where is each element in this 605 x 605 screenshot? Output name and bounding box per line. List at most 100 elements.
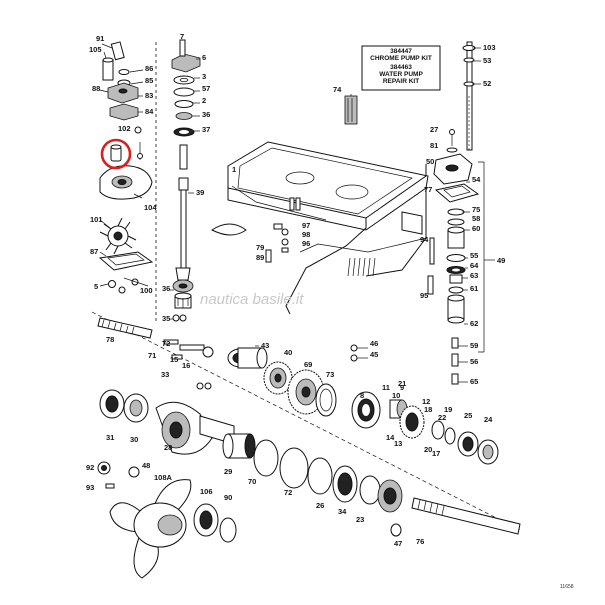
- callout-49: 49: [497, 256, 505, 265]
- callout-9: 9: [400, 383, 404, 392]
- spline-marks: [101, 319, 135, 335]
- callout-34: 34: [338, 507, 347, 516]
- callout-61: 61: [470, 284, 478, 293]
- callout-105: 105: [89, 45, 102, 54]
- callout-56: 56: [470, 357, 478, 366]
- callout-45: 45: [370, 350, 378, 359]
- highlight-circle: [100, 138, 132, 170]
- callout-101: 101: [90, 215, 103, 224]
- callout-73: 73: [326, 370, 334, 379]
- callout-27: 27: [430, 125, 438, 134]
- callout-71: 71: [148, 351, 156, 360]
- callout-100: 100: [140, 286, 153, 295]
- callout-23: 23: [356, 515, 364, 524]
- callout-37: 37: [202, 125, 210, 134]
- callout-70: 70: [248, 477, 256, 486]
- callout-54: 54: [472, 175, 481, 184]
- callout-33: 33: [161, 370, 169, 379]
- callout-57: 57: [202, 84, 210, 93]
- callout-6: 6: [202, 53, 206, 62]
- prop-shaft-splines: [417, 499, 445, 516]
- callout-78: 78: [106, 335, 114, 344]
- callout-13: 13: [394, 439, 402, 448]
- callout-95: 95: [420, 291, 428, 300]
- callout-92: 92: [86, 463, 94, 472]
- callout-102: 102: [118, 124, 131, 133]
- callout-75: 75: [472, 205, 480, 214]
- callout-62: 62: [470, 319, 478, 328]
- callout-106: 106: [200, 487, 213, 496]
- callout-59: 59: [470, 341, 478, 350]
- callout-3: 3: [202, 72, 206, 81]
- callout-19: 19: [444, 405, 452, 414]
- callout-104: 104: [144, 203, 157, 212]
- water-intake-grille: [347, 257, 376, 277]
- kit-line-3: 384463: [390, 64, 412, 71]
- callout-29: 29: [224, 467, 232, 476]
- callout-93: 93: [86, 483, 94, 492]
- callout-60: 60: [472, 224, 480, 233]
- driveshaft-stack: [155, 39, 201, 322]
- callout-20: 20: [424, 445, 432, 454]
- callout-47: 47: [394, 539, 402, 548]
- callout-14: 14: [386, 433, 395, 442]
- callout-72b: 72: [284, 488, 292, 497]
- callout-90: 90: [224, 493, 232, 502]
- callout-25: 25: [464, 411, 472, 420]
- callout-46: 46: [370, 339, 378, 348]
- callout-53: 53: [483, 56, 491, 65]
- callout-39: 39: [196, 188, 204, 197]
- callout-58: 58: [472, 214, 480, 223]
- callout-8: 8: [360, 391, 364, 400]
- callout-40: 40: [284, 348, 292, 357]
- callout-17: 17: [432, 449, 440, 458]
- callout-10: 10: [392, 391, 400, 400]
- callout-76: 76: [416, 537, 424, 546]
- drawing-number: 11658: [560, 584, 574, 590]
- water-pump-group: [98, 41, 154, 294]
- callout-22: 22: [438, 413, 446, 422]
- callout-86: 86: [145, 64, 153, 73]
- callout-2: 2: [202, 96, 206, 105]
- callout-103: 103: [483, 43, 496, 52]
- callout-18: 18: [424, 405, 432, 414]
- callout-65: 65: [470, 377, 478, 386]
- callout-52: 52: [483, 79, 491, 88]
- kit-line-5: REPAIR KIT: [383, 78, 419, 85]
- callout-87: 87: [90, 247, 98, 256]
- callout-5: 5: [94, 282, 98, 291]
- callout-63: 63: [470, 271, 478, 280]
- gearcase-housing: [211, 95, 429, 362]
- callout-36b: 36: [162, 284, 170, 293]
- propeller: [97, 461, 237, 579]
- callout-108a: 108A: [154, 473, 173, 482]
- kit-line-1: 384447: [390, 48, 412, 55]
- kit-info-box: 384447 CHROME PUMP KIT 384463 WATER PUMP…: [361, 45, 441, 91]
- shift-rod-group: [427, 41, 485, 385]
- callout-55: 55: [470, 251, 478, 260]
- callout-1: 1: [232, 165, 236, 174]
- callout-21: 21: [398, 379, 406, 388]
- callout-97: 97: [302, 221, 310, 230]
- callout-72: 72: [162, 339, 170, 348]
- callout-64: 64: [470, 261, 479, 270]
- callout-31: 31: [106, 433, 114, 442]
- callout-89: 89: [256, 253, 264, 262]
- callout-labels: 91 105 86 85 88 83 84 102 104 101 87 5 1…: [86, 32, 505, 548]
- callout-11: 11: [382, 383, 390, 392]
- kit-line-4: WATER PUMP: [379, 71, 423, 78]
- callout-84: 84: [145, 107, 154, 116]
- callout-50: 50: [426, 157, 434, 166]
- callout-98: 98: [302, 230, 310, 239]
- callout-35: 35: [162, 314, 170, 323]
- callout-91: 91: [96, 34, 104, 43]
- callout-94: 94: [420, 235, 429, 244]
- callout-48: 48: [142, 461, 150, 470]
- callout-83: 83: [145, 91, 153, 100]
- callout-15: 15: [170, 355, 178, 364]
- callout-28: 28: [164, 443, 172, 452]
- callout-12: 12: [422, 397, 430, 406]
- callout-43: 43: [261, 341, 269, 350]
- callout-30: 30: [130, 435, 138, 444]
